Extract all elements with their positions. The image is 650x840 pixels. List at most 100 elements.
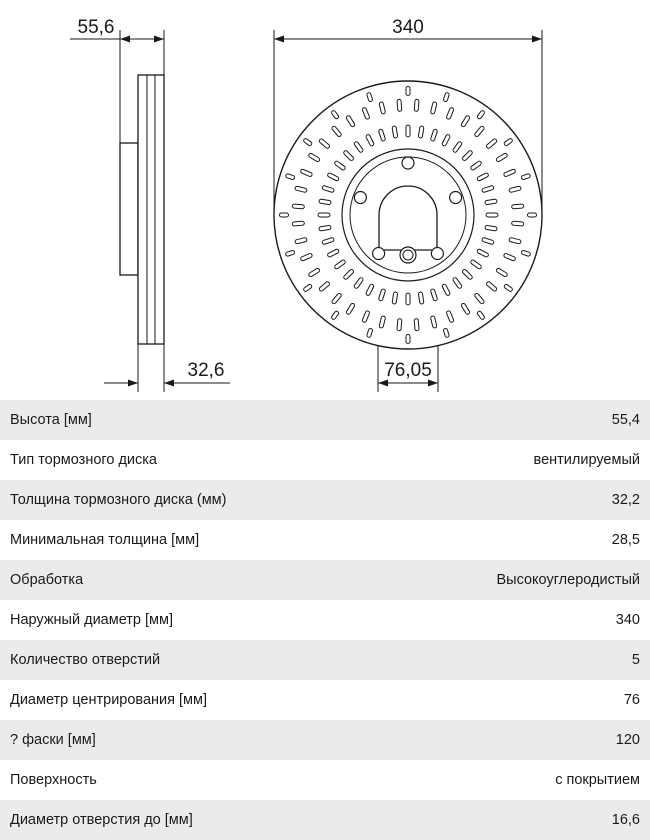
brake-disc-drawing: 55,6 340 32,6 76,05 [70,17,543,392]
vent-slot [405,334,411,344]
vent-slot [331,125,342,137]
spec-value: 32,2 [611,492,640,508]
dimension-label-center-bore: 76,05 [384,360,432,381]
dimension-outer-diameter: 340 [274,17,542,43]
hub-flange-profile [119,142,139,276]
vent-slot [331,293,342,305]
vent-slot [476,172,489,182]
vent-slot [460,115,471,128]
disc-side-view [119,74,165,345]
vent-slot [365,283,375,296]
vent-slot [462,269,473,280]
vent-slot [308,267,321,278]
spec-value: Высокоуглеродистый [496,572,640,588]
vent-slot [495,267,508,278]
vent-slot [503,138,513,147]
vent-slot [470,160,482,171]
vent-slot [279,212,289,218]
spec-label: Диаметр центрирования [мм] [10,692,208,708]
vent-slot [327,172,340,182]
vent-slot [291,220,305,227]
vent-slot [511,220,525,227]
spec-row: Наружный диаметр [мм]340 [0,600,650,640]
vent-slot [470,259,482,270]
dimension-label-thickness: 32,6 [188,360,225,381]
vent-slot [327,248,340,258]
vent-slot [443,328,450,338]
vent-slot [413,318,420,332]
vent-slot [452,277,463,289]
vent-slot [303,283,313,292]
vent-slot [405,86,411,96]
vent-slot [285,173,295,180]
spec-row: Диаметр отверстия до [мм]16,6 [0,800,650,840]
vent-slot [474,125,485,137]
vent-slot [321,237,335,245]
vent-slot [476,110,485,120]
spec-value: 16,6 [611,812,640,828]
vent-slot [446,310,455,323]
locating-hole-inner [402,249,414,261]
spec-row: Минимальная толщина [мм] 28,5 [0,520,650,560]
vent-slot [361,107,370,120]
spec-label: Тип тормозного диска [10,452,157,468]
spec-label: Минимальная толщина [мм] [10,532,200,548]
vent-slot [481,237,495,245]
spec-value: 55,4 [611,412,640,428]
vent-slot [484,224,498,232]
vent-slot [396,98,403,112]
vent-slot [430,101,438,115]
spec-row: Количество отверстий 5 [0,640,650,680]
spec-label: Толщина тормозного диска (мм) [10,492,227,508]
vent-slot [485,212,499,218]
center-bore [378,185,438,251]
spec-value: 340 [615,612,640,628]
vent-slot [343,269,354,280]
vent-slot [318,224,332,232]
bolt-hole [430,246,444,261]
vent-slot [303,138,313,147]
vent-slot [495,152,508,163]
vent-slot [430,315,438,329]
vent-slot [527,212,537,218]
vent-slot [353,141,364,153]
vent-slot [405,292,411,306]
spec-label: Высота [мм] [10,412,92,428]
vent-slot [345,115,356,128]
vent-slot [511,203,525,210]
vent-slot [484,198,498,206]
vent-slot [486,138,498,149]
vent-slot [417,125,425,139]
spec-row: Диаметр центрирования [мм]76 [0,680,650,720]
vent-slot [294,185,308,193]
vent-slot [318,281,330,292]
vent-slot [331,110,340,120]
vent-slot [300,253,313,262]
vent-slot [486,281,498,292]
disc-rim-profile [137,74,165,345]
vent-slot [476,310,485,320]
vent-slot [378,315,386,329]
vent-slot [365,134,375,147]
vent-slot [343,150,354,161]
vent-slot [345,302,356,315]
spec-value: 120 [615,732,640,748]
vent-slot [334,160,346,171]
dimension-thickness: 32,6 [104,360,230,387]
vent-slot [300,168,313,177]
vent-slot [317,212,331,218]
vent-slot [294,237,308,245]
vent-slot [413,98,420,112]
spec-label: Количество отверстий [10,652,161,668]
vent-slot [318,198,332,206]
vent-slot [396,318,403,332]
spec-value: 5 [631,652,640,668]
spec-value: 28,5 [611,532,640,548]
vent-slot [503,168,516,177]
vent-slot [405,124,411,138]
vent-slot [353,277,364,289]
